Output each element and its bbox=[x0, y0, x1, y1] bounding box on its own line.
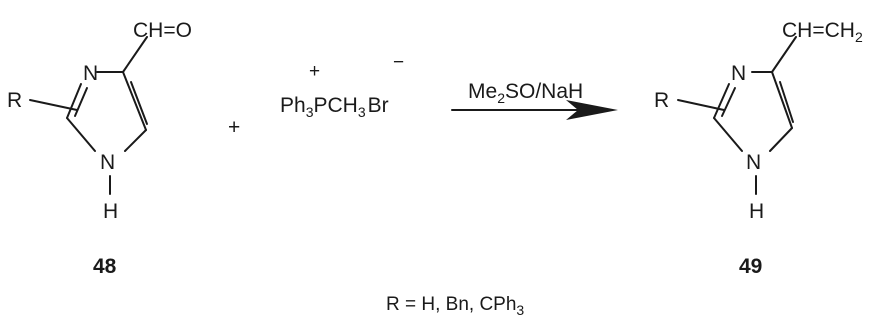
nh-hydrogen: H bbox=[749, 200, 764, 223]
arrow-head bbox=[566, 100, 618, 120]
anion-charge: − bbox=[393, 52, 404, 73]
ring-bond-c4-c5-inner bbox=[130, 81, 148, 125]
vinyl-bond bbox=[771, 36, 797, 73]
reagent-formula: Ph3PCH3Br bbox=[280, 94, 389, 120]
reagent-br: Br bbox=[368, 94, 389, 117]
ring-bond-c2-n3-inner bbox=[721, 87, 736, 117]
plus-sign: + bbox=[228, 116, 240, 139]
compound-label-49: 49 bbox=[739, 255, 762, 278]
reagent-ch-subscript: 3 bbox=[358, 104, 366, 120]
ring-n-bottom: N bbox=[100, 151, 115, 174]
r-definition: R = H, Bn, CPh3 bbox=[386, 294, 524, 318]
reagent-ph: Ph bbox=[280, 94, 306, 117]
vinyl-group: CH=CH2 bbox=[782, 19, 863, 45]
ring-bond-c4-c5 bbox=[122, 71, 147, 131]
ring-bond-c5-n1 bbox=[124, 129, 147, 152]
aldehyde-bond bbox=[122, 36, 148, 73]
compound-label-48: 48 bbox=[93, 255, 117, 278]
substituent-r: R bbox=[654, 89, 669, 112]
phosphonium-reagent: + − Ph3PCH3Br bbox=[280, 52, 404, 120]
aldehyde-group: CH=O bbox=[133, 19, 192, 42]
conditions-me-subscript: 2 bbox=[497, 90, 505, 106]
r-bond bbox=[677, 99, 725, 111]
ring-n-bottom: N bbox=[746, 151, 761, 174]
product-49: CH=CH2 N N H R 49 bbox=[654, 19, 863, 278]
ring-bond-c2-n3-inner bbox=[74, 87, 88, 117]
reaction-arrow: Me2SO/NaH bbox=[451, 80, 618, 120]
ring-bond-c4-c5 bbox=[771, 71, 793, 129]
reagent-ph-subscript: 3 bbox=[306, 104, 314, 120]
r-definition-text: R = H, Bn, CPh bbox=[386, 294, 516, 315]
ring-bond-c2-n3 bbox=[66, 83, 82, 119]
reaction-conditions: Me2SO/NaH bbox=[468, 80, 583, 106]
nh-hydrogen: H bbox=[103, 200, 118, 223]
vinyl-ch: CH=CH bbox=[782, 19, 855, 42]
r-bond bbox=[29, 99, 78, 111]
ring-bond-n1-c2 bbox=[713, 117, 743, 152]
ring-n-top: N bbox=[731, 62, 746, 85]
conditions-rest: SO/NaH bbox=[505, 80, 583, 103]
ring-bond-c5-n1 bbox=[769, 127, 793, 152]
substituent-r: R bbox=[7, 89, 22, 112]
reactant-48: CH=O N N H R 48 bbox=[7, 19, 192, 278]
r-definition-subscript: 3 bbox=[516, 302, 524, 318]
conditions-me: Me bbox=[468, 80, 497, 103]
reagent-pch: PCH bbox=[313, 94, 357, 117]
ring-bond-c4-c5-inner bbox=[779, 81, 794, 123]
vinyl-subscript: 2 bbox=[855, 29, 863, 45]
ring-bond-c2-n3 bbox=[713, 83, 730, 119]
cation-charge: + bbox=[309, 61, 320, 82]
ring-bond-n1-c2 bbox=[66, 117, 96, 152]
ring-n-top: N bbox=[83, 62, 98, 85]
